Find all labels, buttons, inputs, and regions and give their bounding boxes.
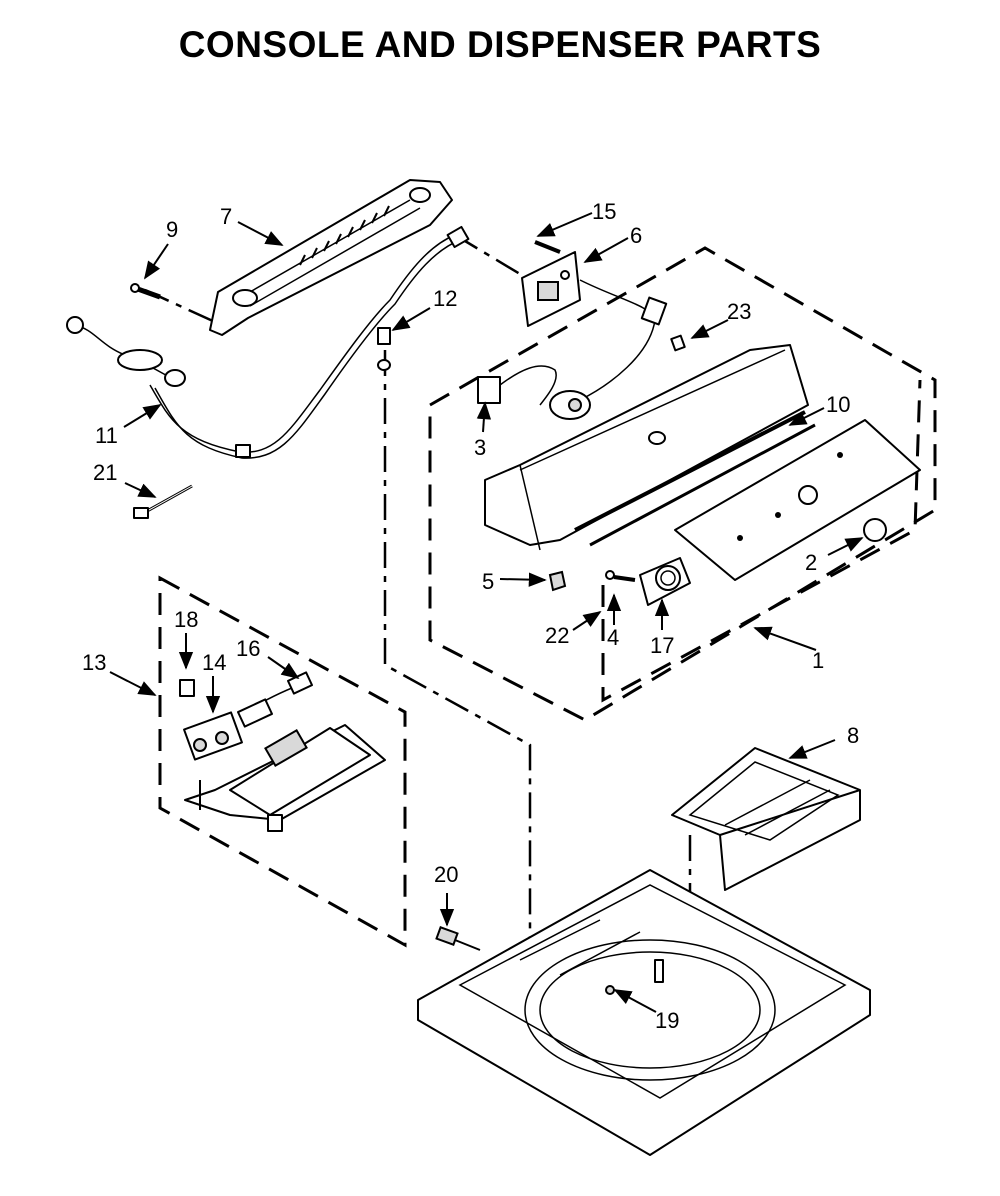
cable-tie-part-21 [133, 484, 193, 519]
callout-7: 7 [220, 204, 232, 229]
harness-part-3 [477, 279, 668, 420]
callout-11: 11 [95, 423, 118, 448]
callout-15: 15 [592, 199, 616, 224]
clip-part-23 [670, 334, 686, 352]
callout-21: 21 [93, 460, 117, 485]
callout-1: 1 [812, 648, 824, 673]
callout-22: 22 [545, 623, 569, 648]
console-inner-outline [601, 379, 922, 703]
alignment-line-hose [454, 233, 531, 282]
console-body-part-10 [484, 344, 816, 551]
control-board-group-outline [158, 575, 407, 948]
switch-part-17 [639, 557, 691, 606]
alignment-line-console-top [383, 350, 532, 985]
washer-top-frame [417, 869, 871, 1156]
callout-18: 18 [174, 607, 198, 632]
console-trim-part-7 [209, 179, 453, 336]
valve-part-14 [183, 711, 243, 761]
callout-arrows [109, 212, 864, 1013]
callout-12: 12 [433, 286, 457, 311]
callout-4: 4 [607, 625, 619, 650]
bracket-part-6 [521, 240, 581, 327]
callout-23: 23 [727, 299, 751, 324]
screw-part-22 [605, 570, 636, 582]
knob-part-2 [863, 518, 887, 542]
callout-8: 8 [847, 723, 859, 748]
callout-19: 19 [655, 1008, 679, 1033]
screw-part-9 [130, 283, 161, 300]
diagram-title: CONSOLE AND DISPENSER PARTS [178, 24, 822, 65]
clip-part-5 [548, 570, 567, 592]
wire-harness-part-11 [66, 225, 470, 459]
callout-14: 14 [202, 650, 226, 675]
callout-2: 2 [805, 550, 817, 575]
control-board-part-13 [184, 724, 386, 832]
control-panel-overlay [674, 419, 921, 581]
dispenser-part-8 [671, 747, 861, 891]
callout-13: 13 [82, 650, 106, 675]
callout-20: 20 [434, 862, 458, 887]
callout-labels: 1 2 3 4 5 6 7 8 9 10 11 12 13 14 15 16 1… [82, 199, 859, 1033]
screw-part-20 [435, 926, 481, 951]
callout-9: 9 [166, 217, 178, 242]
callout-3: 3 [474, 435, 486, 460]
callout-10: 10 [826, 392, 850, 417]
callout-17: 17 [650, 633, 674, 658]
connector-part-16 [237, 671, 314, 728]
screw-part-19 [605, 985, 615, 995]
fitting-part-18 [179, 679, 195, 697]
console-group-outline [428, 246, 937, 722]
callout-16: 16 [236, 636, 260, 661]
callout-6: 6 [630, 223, 642, 248]
callout-5: 5 [482, 569, 494, 594]
clip-part-12 [377, 327, 391, 371]
